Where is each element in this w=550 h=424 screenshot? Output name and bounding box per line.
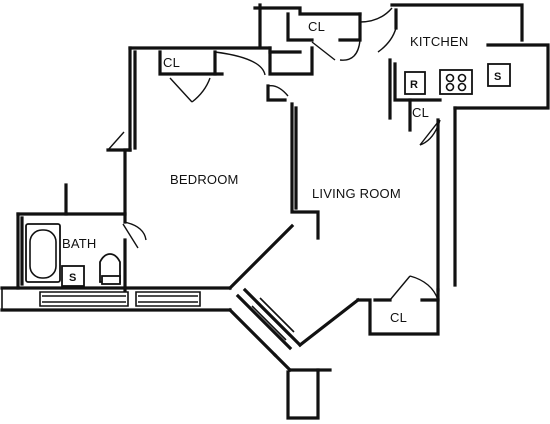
room-label-kitchen: KITCHEN: [410, 34, 468, 49]
room-label-closet-living: CL: [390, 310, 407, 325]
room-label-closet-top: CL: [308, 19, 325, 34]
toilet: [99, 253, 121, 285]
room-label-closet-kitchen: CL: [412, 105, 429, 120]
walls: [0, 3, 550, 420]
bathtub: [25, 223, 61, 283]
room-label-bedroom: BEDROOM: [170, 172, 239, 187]
range-label: R: [410, 79, 418, 91]
room-label-bath: BATH: [62, 236, 97, 251]
room-label-closet-bedroom: CL: [163, 55, 180, 70]
kitchen-sink-label: S: [494, 71, 501, 83]
range: R: [404, 71, 426, 95]
bath-sink: S: [61, 265, 85, 287]
kitchen-sink: S: [487, 63, 511, 87]
room-label-living-room: LIVING ROOM: [312, 186, 401, 201]
stove-burners: [439, 69, 473, 95]
doors: [107, 7, 441, 301]
bath-sink-label: S: [69, 272, 76, 284]
